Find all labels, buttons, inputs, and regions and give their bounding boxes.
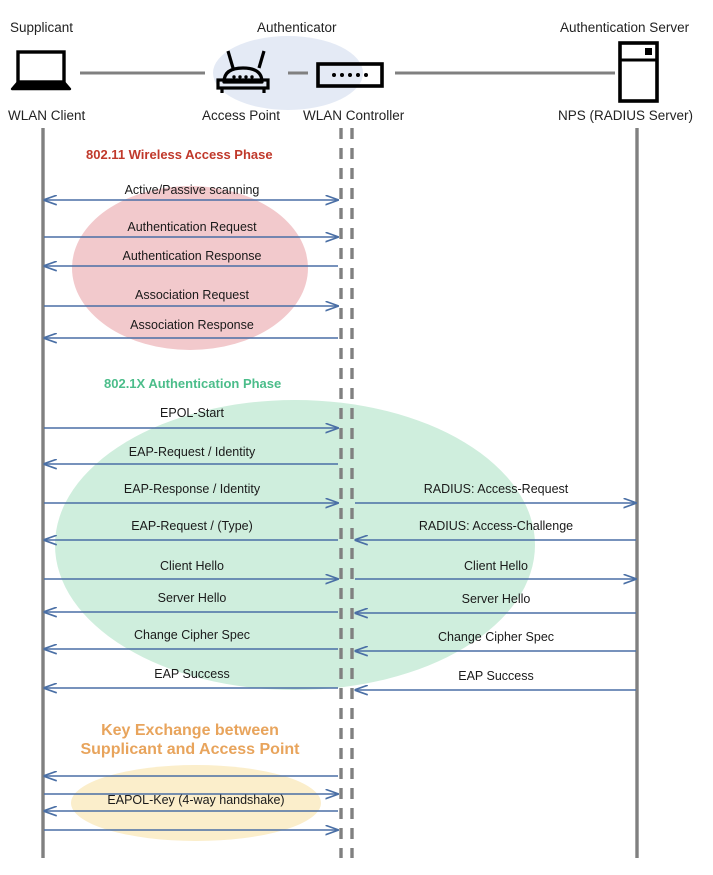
phase-title-wireless-access: 802.11 Wireless Access Phase [86, 147, 273, 162]
wifi-router-icon [216, 50, 270, 93]
msg-label-authentication-response: Authentication Response [122, 249, 262, 263]
msg-label-association-request: Association Request [135, 288, 249, 302]
msg-label-eap-request-type: EAP-Request / (Type) [131, 519, 253, 533]
phase-ellipse-dot1x-auth [55, 400, 535, 690]
msg-label-eap-success-left: EAP Success [154, 667, 230, 681]
msg-label-radius-access-request: RADIUS: Access-Request [423, 482, 569, 496]
node-role-supplicant: Supplicant [10, 20, 74, 35]
laptop-icon [10, 50, 72, 91]
node-role-authenticator: Authenticator [257, 20, 337, 35]
phase-title-key-exchange-line2: Supplicant and Access Point [80, 741, 300, 758]
msg-label-client-hello-right: Client Hello [464, 559, 528, 573]
msg-label-server-hello-left: Server Hello [157, 591, 227, 605]
msg-label-epol-start: EPOL-Start [160, 406, 224, 420]
server-tower-icon [618, 41, 659, 103]
msg-label-association-response: Association Response [130, 318, 254, 332]
node-device-nps-radius-server: NPS (RADIUS Server) [558, 108, 694, 123]
node-device-wlan-client: WLAN Client [8, 108, 86, 123]
msg-label-radius-access-challenge: RADIUS: Access-Challenge [418, 519, 574, 533]
node-device-access-point: Access Point [202, 108, 281, 123]
msg-label-change-cipher-spec-left: Change Cipher Spec [133, 628, 251, 642]
msg-label-authentication-request: Authentication Request [127, 220, 257, 234]
phase-title-dot1x-auth: 802.1X Authentication Phase [104, 376, 282, 391]
msg-label-eapol-key-handshake: EAPOL-Key (4-way handshake) [107, 793, 285, 807]
msg-label-eap-success-right: EAP Success [458, 669, 534, 683]
msg-label-eap-response-identity: EAP-Response / Identity [123, 482, 261, 496]
node-role-authentication-server: Authentication Server [560, 20, 690, 35]
node-device-wlan-controller: WLAN Controller [303, 108, 405, 123]
phase-ellipse-wireless-access [72, 186, 308, 350]
phase-ellipse-key-exchange [71, 765, 321, 841]
phase-title-key-exchange-line1: Key Exchange between [101, 722, 279, 739]
msg-label-client-hello-left: Client Hello [160, 559, 224, 573]
msg-label-server-hello-right: Server Hello [461, 592, 531, 606]
msg-label-eap-request-identity: EAP-Request / Identity [128, 445, 256, 459]
msg-label-change-cipher-spec-right: Change Cipher Spec [437, 630, 555, 644]
msg-label-active-passive-scanning: Active/Passive scanning [124, 183, 260, 197]
network-switch-icon [316, 62, 384, 88]
